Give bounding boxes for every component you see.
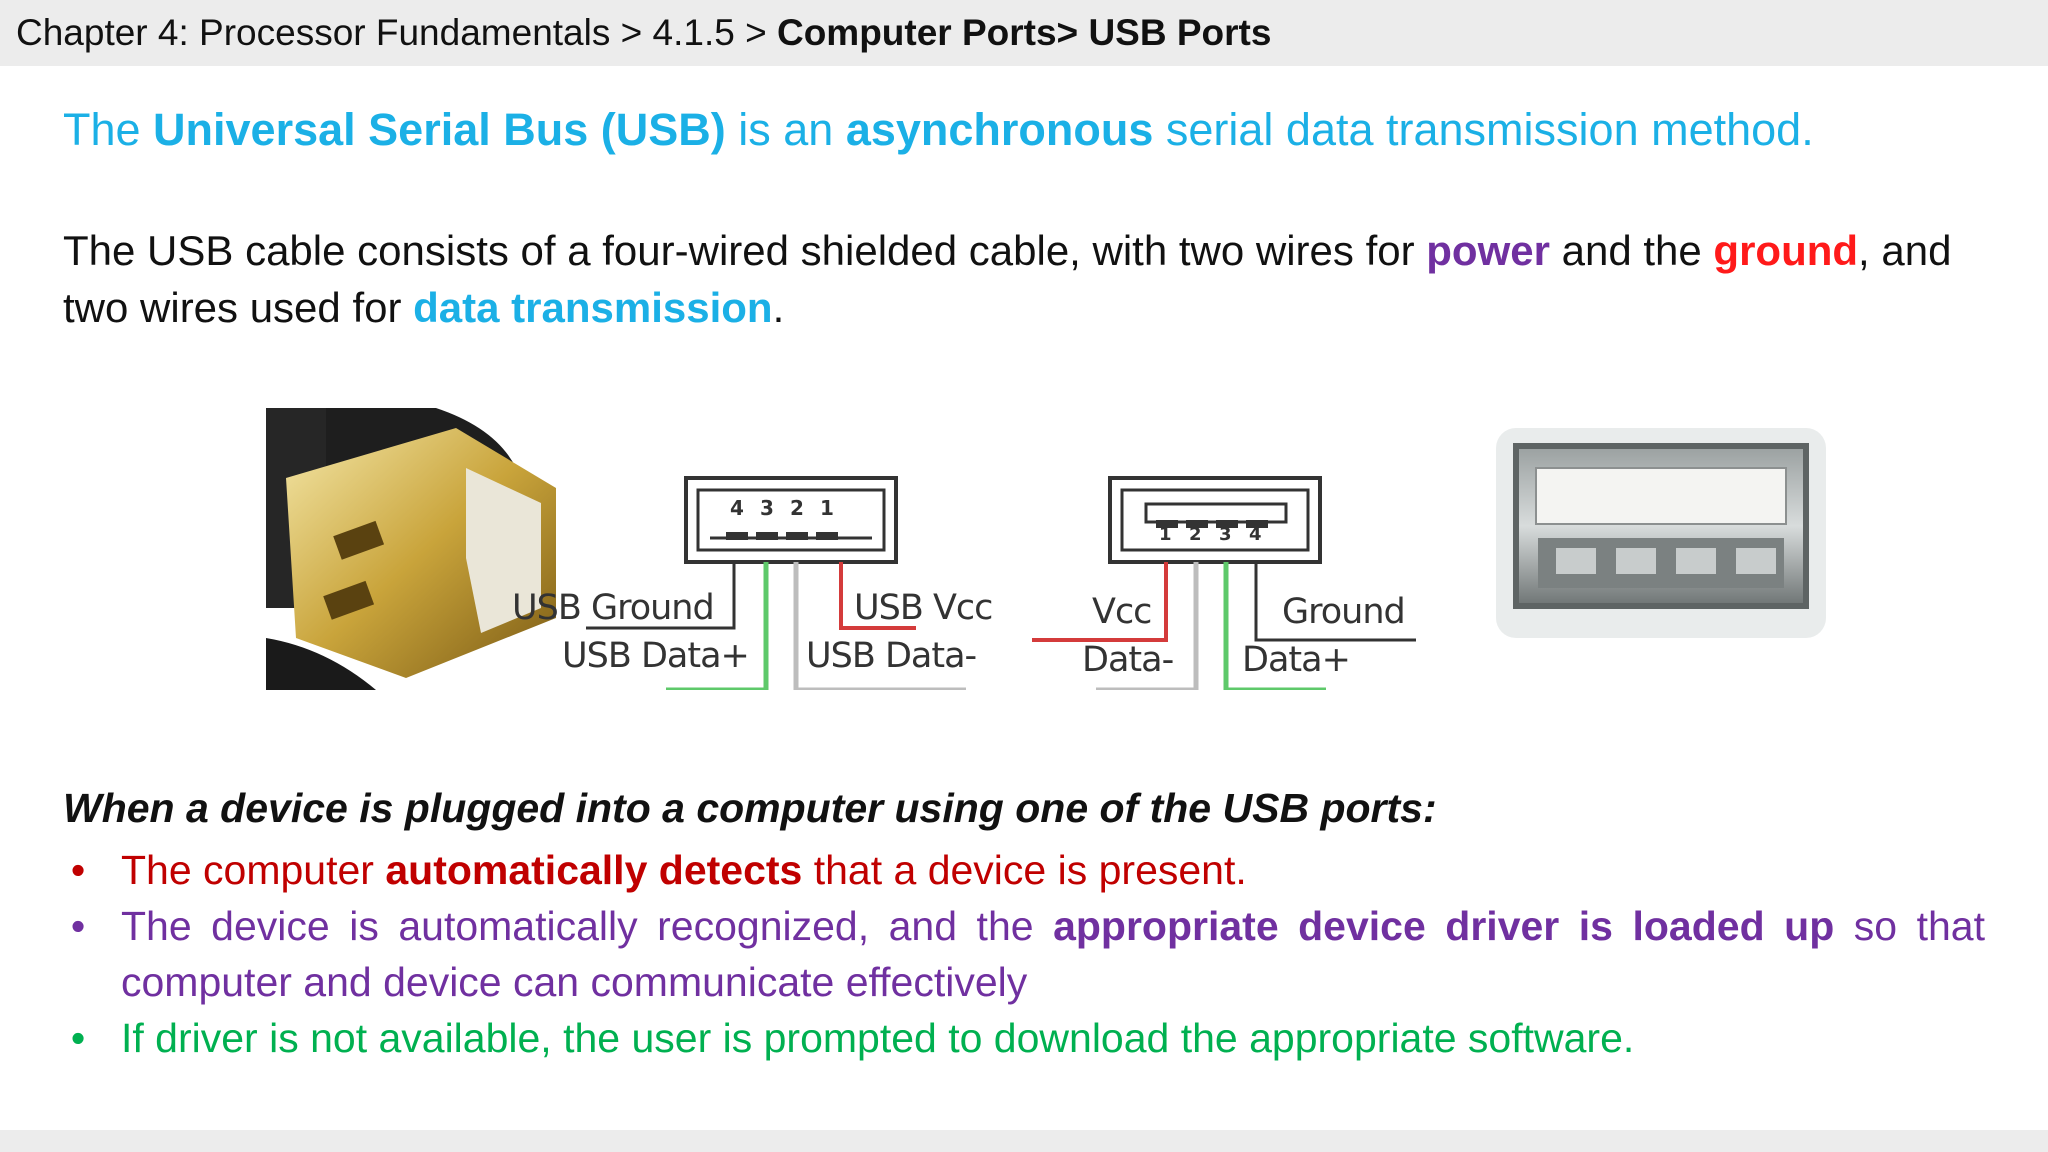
cable-text-2: and the xyxy=(1549,227,1714,274)
headline-part-1: The xyxy=(63,104,154,155)
breadcrumb-current: Computer Ports> USB Ports xyxy=(776,12,1272,53)
label-usb-data-minus: USB Data- xyxy=(806,636,977,676)
usb-plug-photo xyxy=(266,408,556,690)
usb-pinout-figure: 4 3 2 1 USB Ground USB Vcc USB Data+ USB… xyxy=(266,408,1866,690)
receptacle-pin-1: 1 xyxy=(1159,524,1171,545)
label-usb-ground: USB Ground xyxy=(512,588,715,628)
label-usb-data-plus: USB Data+ xyxy=(562,636,750,676)
list-item-text: that a device is present. xyxy=(802,847,1247,893)
cable-text-4: . xyxy=(772,284,785,331)
usb-port-photo xyxy=(1496,428,1826,638)
power-term: power xyxy=(1426,227,1550,274)
list-item-emphasis: automatically detects xyxy=(385,847,803,893)
bullet-icon: • xyxy=(70,847,86,893)
receptacle-pin-4: 4 xyxy=(1249,524,1261,545)
cable-text-3: , and two wires used for xyxy=(63,227,1952,331)
list-item: • The computer automatically detects that… xyxy=(63,842,1985,898)
receptacle-pinout-diagram xyxy=(1032,476,1416,690)
plug-pin-1: 1 xyxy=(820,496,834,520)
label-usb-vcc: USB Vcc xyxy=(854,588,993,628)
plug-pin-4: 4 xyxy=(730,496,744,520)
plug-pinout-diagram xyxy=(586,476,966,690)
data-transmission-term: data transmission xyxy=(413,284,773,331)
list-item-text: The device is automatically recognized, … xyxy=(121,903,1054,949)
plug-pin-2: 2 xyxy=(790,496,804,520)
label-vcc: Vcc xyxy=(1092,592,1152,632)
headline-part-3: serial data transmission method. xyxy=(1153,104,1814,155)
breadcrumb-path: Chapter 4: Processor Fundamentals > 4.1.… xyxy=(16,12,767,53)
page-title: The Universal Serial Bus (USB) is an asy… xyxy=(63,104,1814,156)
list-item-text: The computer xyxy=(121,847,386,893)
footer-bar xyxy=(0,1130,2048,1152)
headline-part-2: is an xyxy=(725,104,846,155)
cable-paragraph: The USB cable consists of a four-wired s… xyxy=(63,222,1985,336)
label-data-plus: Data+ xyxy=(1242,640,1351,680)
bullet-icon: • xyxy=(70,903,86,949)
list-item-text: so that computer and device can communic… xyxy=(121,903,1985,1005)
usb-pinout-drawing xyxy=(266,408,1826,690)
headline-usb: Universal Serial Bus (USB) xyxy=(153,104,726,155)
ground-term: ground xyxy=(1713,227,1859,274)
plug-pin-3: 3 xyxy=(760,496,774,520)
receptacle-pin-2: 2 xyxy=(1189,524,1201,545)
cable-text-1: The USB cable consists of a four-wired s… xyxy=(63,227,1427,274)
list-item-text: If driver is not available, the user is … xyxy=(121,1015,1635,1061)
receptacle-pin-3: 3 xyxy=(1219,524,1231,545)
label-data-minus: Data- xyxy=(1082,640,1174,680)
list-item-emphasis: appropriate device driver is loaded up xyxy=(1053,903,1835,949)
label-ground: Ground xyxy=(1282,592,1406,632)
behaviour-list: • The computer automatically detects that… xyxy=(63,842,1985,1066)
bullet-icon: • xyxy=(70,1015,86,1061)
headline-asynchronous: asynchronous xyxy=(845,104,1154,155)
plugged-heading: When a device is plugged into a computer… xyxy=(63,785,1437,831)
breadcrumb: Chapter 4: Processor Fundamentals > 4.1.… xyxy=(0,0,2048,66)
list-item: • If driver is not available, the user is… xyxy=(63,1010,1985,1066)
list-item: • The device is automatically recognized,… xyxy=(63,898,1985,1010)
